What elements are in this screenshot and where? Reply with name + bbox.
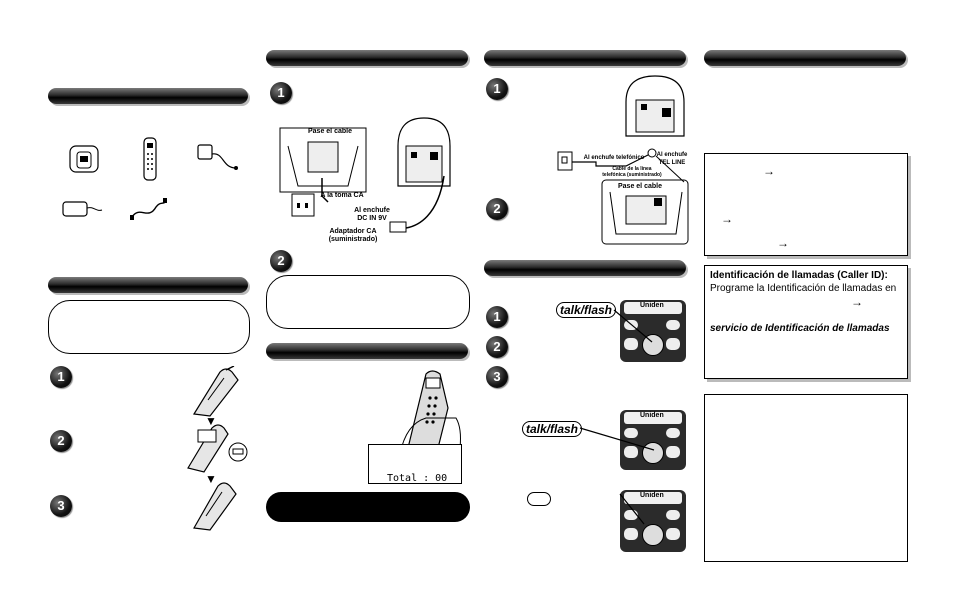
keypad-key[interactable] xyxy=(624,428,638,438)
base-underside-illustration xyxy=(625,75,685,137)
phone-line-diagram xyxy=(557,148,689,245)
key-callout xyxy=(527,492,551,506)
telephone-cord-illustration xyxy=(130,198,167,220)
lcd-display: Total : 00 xyxy=(368,444,462,484)
callout-line xyxy=(619,493,645,525)
arrow-icon: → xyxy=(763,164,775,178)
step-number: 2 xyxy=(270,250,292,272)
cable-label: Pase el cable xyxy=(308,128,352,135)
section-header-bar xyxy=(704,50,906,66)
talk-flash-callout: talk/flash xyxy=(522,421,582,437)
keypad-key[interactable] xyxy=(624,510,638,520)
brand-label: Uniden xyxy=(640,412,664,419)
callout-line xyxy=(579,427,655,451)
arrow-icon: → xyxy=(851,295,863,309)
keypad-key[interactable] xyxy=(666,510,680,520)
step-number: 2 xyxy=(486,198,508,220)
section-header-bar xyxy=(266,343,468,359)
keypad-key[interactable] xyxy=(666,446,680,458)
battery-illustration xyxy=(62,201,103,217)
info-box xyxy=(704,394,908,562)
section-header-bar xyxy=(266,50,468,66)
step-number: 1 xyxy=(270,82,292,104)
handset-in-base-illustration xyxy=(399,370,461,457)
line-cord-label: Cable de la línea telefónica (suministra… xyxy=(602,166,662,178)
talk-key[interactable] xyxy=(642,524,664,546)
arrow-icon: → xyxy=(721,212,733,226)
cable-label: Pase el cable xyxy=(618,183,662,190)
step-number: 2 xyxy=(486,336,508,358)
dc-jack-label: Al enchufe DC IN 9V xyxy=(354,207,390,222)
down-arrow-icon: ▼ xyxy=(205,414,217,428)
ac-outlet-label: A la toma CA xyxy=(320,192,364,199)
arrow-icon: → xyxy=(777,236,789,250)
keypad-key[interactable] xyxy=(624,446,638,458)
step-number: 3 xyxy=(486,366,508,388)
section-header-bar xyxy=(48,277,248,293)
wall-jack-label: Al enchufe telefónico xyxy=(583,155,645,161)
handset-screen xyxy=(624,492,682,504)
section-header-bar xyxy=(484,50,686,66)
keypad-key[interactable] xyxy=(666,528,680,540)
step-number: 1 xyxy=(50,366,72,388)
base-unit-illustration xyxy=(69,145,99,173)
talk-flash-callout: talk/flash xyxy=(556,302,616,318)
keypad-key[interactable] xyxy=(666,338,680,350)
battery-connect-illustration xyxy=(187,424,248,473)
handset-screen xyxy=(624,302,682,314)
black-banner xyxy=(266,492,470,522)
section-header-bar xyxy=(48,88,248,104)
brand-label: Uniden xyxy=(640,492,664,499)
handset-screen xyxy=(624,412,682,424)
caller-id-box: Identificación de llamadas (Caller ID): … xyxy=(704,265,908,379)
step-number: 3 xyxy=(50,495,72,517)
keypad-key[interactable] xyxy=(624,338,638,350)
handset-keypad: Uniden xyxy=(620,300,686,362)
handset-keypad: Uniden xyxy=(620,490,686,552)
brand-label: Uniden xyxy=(640,302,664,309)
step-number: 1 xyxy=(486,78,508,100)
base-connection-diagram xyxy=(279,117,451,233)
keypad-key[interactable] xyxy=(666,320,680,330)
keypad-key[interactable] xyxy=(666,428,680,438)
tel-line-label: Al enchufe TEL LINE xyxy=(656,152,688,166)
callout-line xyxy=(613,309,653,343)
section-header-bar xyxy=(484,260,686,276)
down-arrow-icon: ▼ xyxy=(205,472,217,486)
caller-id-title: Identificación de llamadas (Caller ID): xyxy=(710,270,888,281)
talk-key[interactable] xyxy=(642,334,664,356)
note-box xyxy=(266,275,470,329)
handset-illustration xyxy=(143,137,157,181)
keypad-key[interactable] xyxy=(624,528,638,540)
caller-id-text: Programe la Identificación de llamadas e… xyxy=(710,283,897,294)
ac-adapter-illustration xyxy=(197,144,238,170)
lcd-text: Total : 00 xyxy=(387,473,448,484)
step-number: 2 xyxy=(50,430,72,452)
adapter-label: Adaptador CA (suministrado) xyxy=(328,228,378,243)
step-number: 1 xyxy=(486,306,508,328)
battery-cover-removal-illustration xyxy=(192,366,239,417)
note-box xyxy=(48,300,250,354)
menu-navigation-box: → → → xyxy=(704,153,908,256)
caller-id-service: servicio de Identificación de llamadas xyxy=(710,323,890,334)
battery-cover-replace-illustration xyxy=(193,482,237,531)
